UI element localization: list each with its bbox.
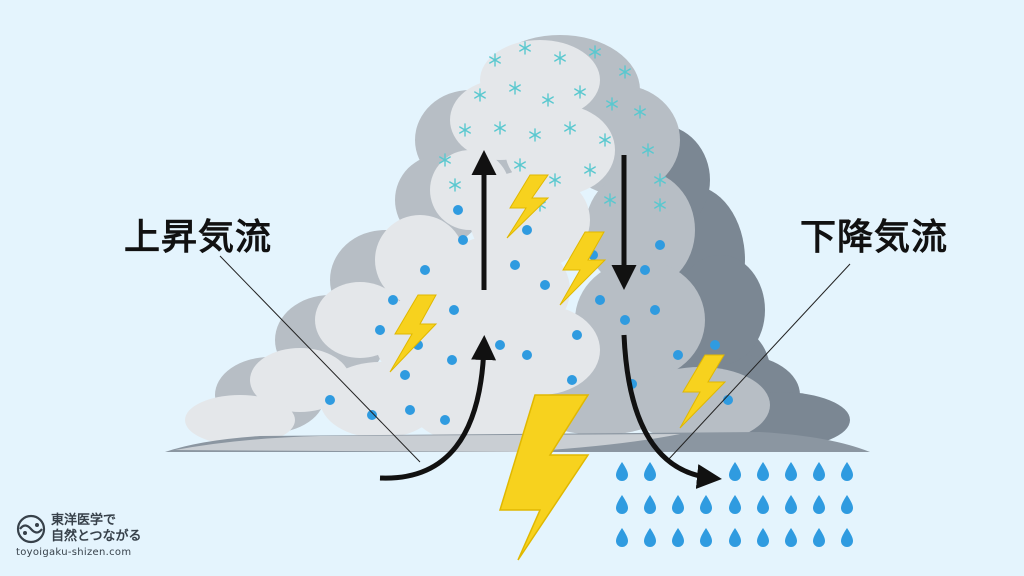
cloud-light-layer: [185, 40, 615, 445]
raindrop-icon: [616, 462, 853, 547]
brand-watermark: 東洋医学で 自然とつながる toyoigaku-shizen.com: [14, 512, 164, 562]
updraft-leader-line: [219, 255, 421, 463]
arrow-up-icon: [379, 335, 497, 481]
brand-logo-icon: [16, 514, 46, 544]
brand-line-2: 自然とつながる: [51, 529, 142, 544]
downdraft-label: 下降気流: [800, 217, 949, 258]
updraft-label: 上昇気流: [124, 217, 273, 258]
water-droplets: [325, 205, 733, 425]
brand-url: toyoigaku-shizen.com: [16, 547, 132, 558]
arrow-down-icon: [621, 334, 722, 489]
downdraft-leader-line: [667, 263, 851, 461]
lightning-bolt-icon: [389, 174, 727, 429]
lightning-bolt-large-icon: [498, 394, 590, 561]
brand-line-1: 東洋医学で: [51, 513, 117, 528]
